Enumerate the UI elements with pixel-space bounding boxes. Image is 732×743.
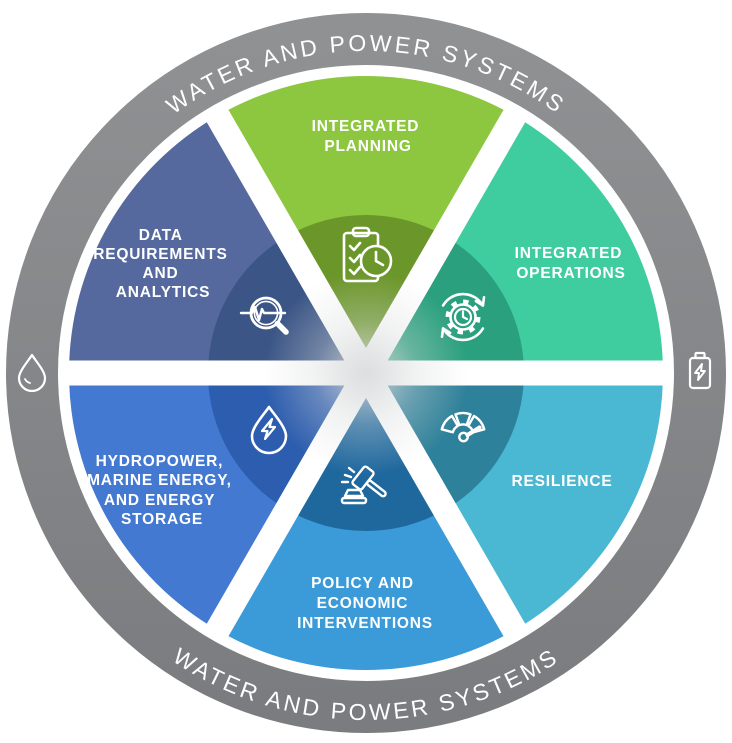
center-glow: [264, 271, 468, 475]
water-drop-bolt-icon: [250, 405, 288, 455]
magnifier-pulse-icon: [239, 296, 289, 335]
segment-labels: INTEGRATED PLANNING INTEGRATED OPERATION…: [87, 118, 628, 632]
gavel-icon: [340, 465, 387, 505]
ring-icons: [17, 351, 712, 393]
outer-ring: [6, 13, 726, 733]
gauge-icon: [440, 411, 486, 443]
battery-bolt-icon: [688, 351, 712, 390]
label-hydropower-marine-storage: HYDROPOWER, MARINE ENERGY, AND ENERGY ST…: [87, 453, 237, 528]
segment-icons: [239, 226, 486, 505]
label-data-requirements-analytics: DATA REQUIREMENTS AND ANALYTICS: [93, 227, 233, 301]
water-drop-icon: [17, 353, 47, 393]
label-integrated-operations: INTEGRATED OPERATIONS: [515, 245, 628, 282]
label-integrated-planning: INTEGRATED PLANNING: [312, 118, 425, 155]
label-resilience: RESILIENCE: [511, 473, 612, 490]
clipboard-checklist-clock-icon: [342, 226, 393, 283]
label-policy-economic-interventions: POLICY AND ECONOMIC INTERVENTIONS: [297, 575, 433, 632]
gear-clock-sync-icon: [440, 292, 486, 342]
